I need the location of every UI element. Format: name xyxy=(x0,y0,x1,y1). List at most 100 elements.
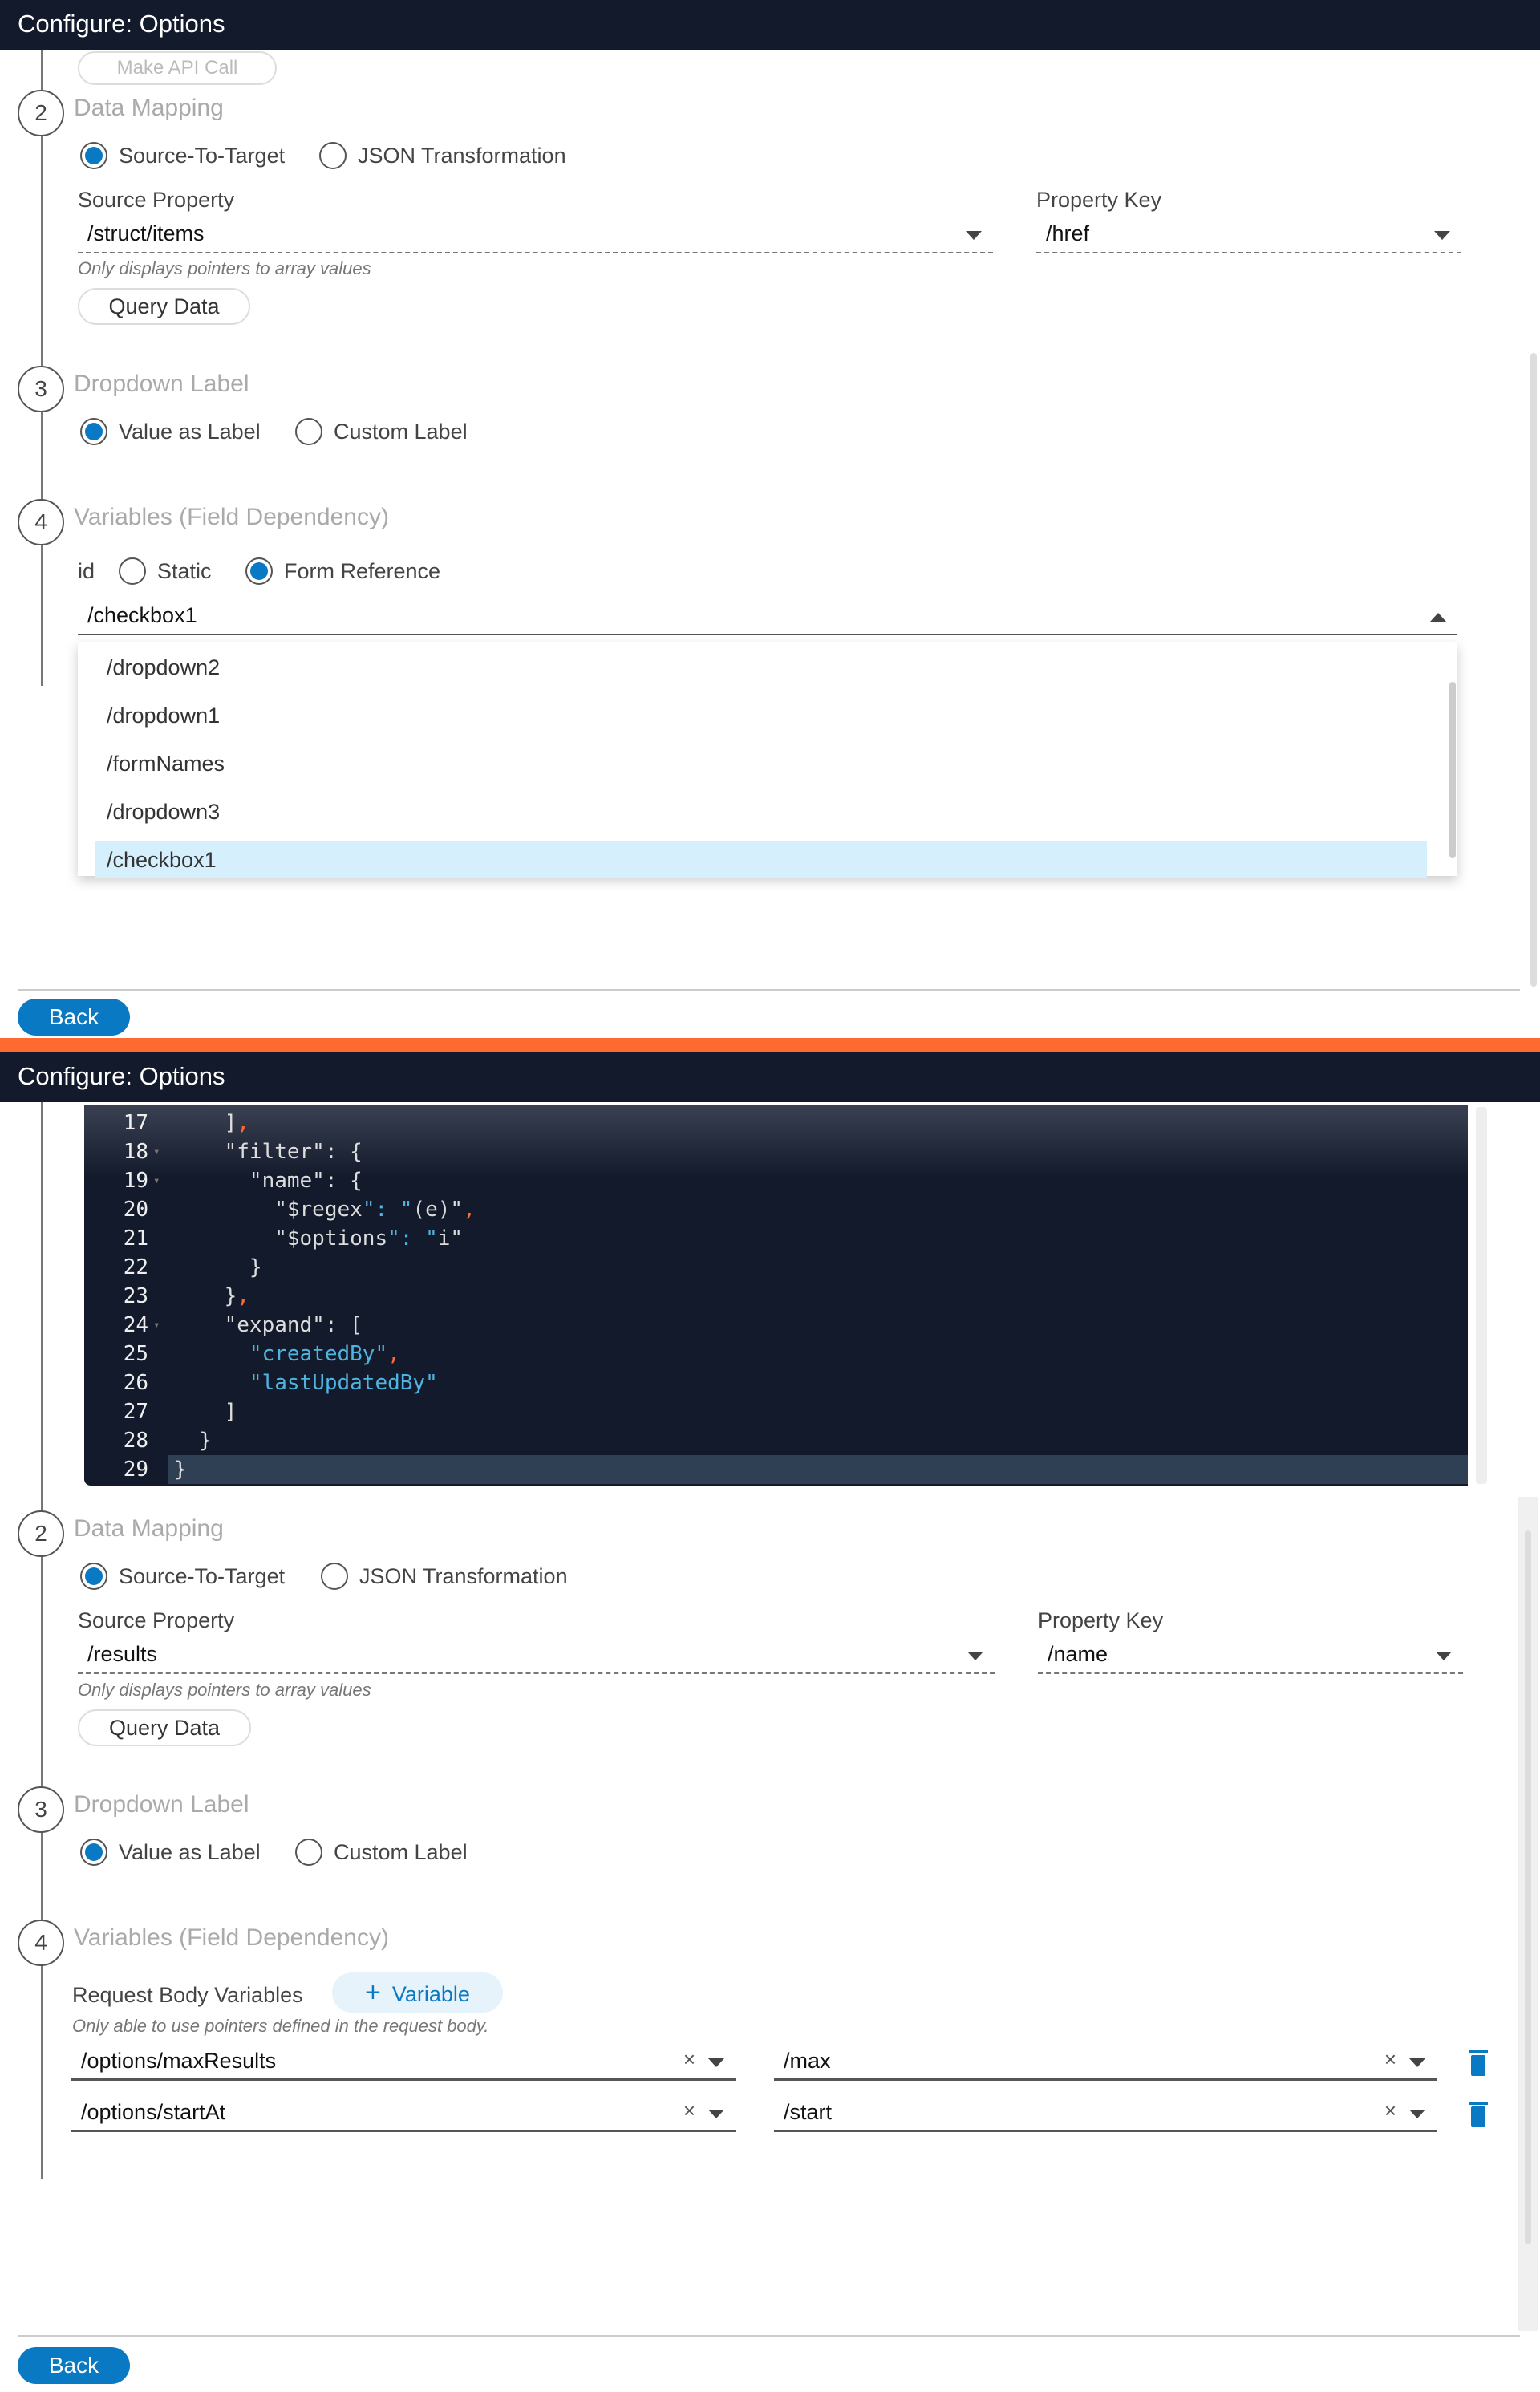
form-reference-select[interactable]: /checkbox1 xyxy=(78,600,1457,635)
line-number: 21 xyxy=(123,1226,148,1251)
add-variable-button[interactable]: +Variable xyxy=(332,1972,503,2013)
screenshot-separator xyxy=(0,1038,1540,1052)
step-title: Dropdown Label xyxy=(74,1791,249,1818)
fold-arrow-icon[interactable]: ▾ xyxy=(153,1174,160,1187)
line-number: 22 xyxy=(123,1255,148,1279)
clear-icon[interactable]: × xyxy=(1384,2047,1396,2071)
radio-label: Custom Label xyxy=(334,419,468,444)
source-hint: Only displays pointers to array values xyxy=(78,1680,371,1700)
chevron-down-icon[interactable] xyxy=(708,2110,724,2118)
property-key-value: /name xyxy=(1048,1642,1108,1666)
code-text: "$options": "i" xyxy=(174,1226,464,1251)
line-number: 27 xyxy=(123,1400,148,1424)
scrollbar-thumb[interactable] xyxy=(1525,1530,1531,2244)
step-number: 2 xyxy=(18,90,64,136)
property-key-select[interactable]: /href xyxy=(1036,218,1461,253)
trash-icon[interactable] xyxy=(1469,2050,1488,2076)
radio-checked-icon xyxy=(80,418,107,445)
source-property-select[interactable]: /results xyxy=(78,1639,995,1674)
back-button[interactable]: Back xyxy=(18,2347,130,2384)
radio-unchecked-icon xyxy=(295,1839,322,1866)
source-property-label: Source Property xyxy=(78,1608,235,1632)
step-title: Variables (Field Dependency) xyxy=(74,504,389,530)
request-body-hint: Only able to use pointers defined in the… xyxy=(72,2016,489,2036)
pointer-select[interactable]: /options/maxResults× xyxy=(71,2045,736,2081)
fold-arrow-icon[interactable]: ▾ xyxy=(153,1145,160,1158)
radio-custom-label[interactable]: Custom Label xyxy=(295,1839,468,1866)
code-text: } xyxy=(174,1255,262,1279)
fold-arrow-icon[interactable]: ▾ xyxy=(153,1319,160,1332)
chevron-down-icon[interactable] xyxy=(708,2058,724,2067)
variable-value: /start xyxy=(784,2100,833,2124)
editor-scrollbar[interactable] xyxy=(1476,1107,1487,1484)
chevron-down-icon xyxy=(1434,231,1450,240)
radio-form-reference[interactable]: Form Reference xyxy=(245,557,440,585)
code-line: 29} xyxy=(84,1455,1468,1484)
request-body-variables-label: Request Body Variables xyxy=(72,1983,303,2007)
chevron-down-icon xyxy=(966,231,982,240)
chevron-down-icon xyxy=(967,1652,983,1660)
radio-unchecked-icon xyxy=(119,557,146,585)
code-line: 27 ] xyxy=(84,1397,1468,1426)
radio-static[interactable]: Static xyxy=(119,557,212,585)
property-key-label: Property Key xyxy=(1036,188,1162,212)
stepper-line xyxy=(41,1102,43,2179)
code-text: }, xyxy=(174,1284,249,1308)
radio-checked-icon xyxy=(80,1839,107,1866)
radio-value-as-label[interactable]: Value as Label xyxy=(80,418,261,445)
scrollbar[interactable] xyxy=(1530,353,1537,987)
property-key-label: Property Key xyxy=(1038,1608,1164,1632)
dropdown-option[interactable]: /formNames xyxy=(107,752,225,776)
clear-icon[interactable]: × xyxy=(683,2098,695,2122)
dropdown-scrollbar[interactable] xyxy=(1449,682,1456,858)
line-number: 26 xyxy=(123,1371,148,1395)
make-api-call-button[interactable]: Make API Call xyxy=(78,51,277,85)
radio-label: Custom Label xyxy=(334,1839,468,1864)
code-text: "$regex": "(e)", xyxy=(174,1198,476,1222)
scrollbar-track[interactable] xyxy=(1518,1497,1538,2331)
dropdown-option[interactable]: /dropdown1 xyxy=(107,703,221,728)
trash-icon[interactable] xyxy=(1469,2102,1488,2127)
chevron-down-icon xyxy=(1436,1652,1452,1660)
variable-select[interactable]: /start × xyxy=(774,2097,1437,2132)
query-data-button[interactable]: Query Data xyxy=(78,1709,251,1746)
step-title: Data Mapping xyxy=(74,95,224,121)
dropdown-option[interactable]: /dropdown2 xyxy=(107,655,221,679)
dropdown-option[interactable]: /dropdown3 xyxy=(107,800,221,824)
radio-value-as-label[interactable]: Value as Label xyxy=(80,1839,261,1866)
chevron-down-icon[interactable] xyxy=(1409,2110,1425,2118)
code-text: "expand": [ xyxy=(174,1313,363,1337)
code-text: "name": { xyxy=(174,1169,363,1193)
radio-label: Value as Label xyxy=(119,1839,261,1864)
code-line: 25 "createdBy", xyxy=(84,1340,1468,1368)
step-number: 2 xyxy=(18,1510,64,1557)
chevron-down-icon[interactable] xyxy=(1409,2058,1425,2067)
chevron-up-icon xyxy=(1430,613,1446,622)
clear-icon[interactable]: × xyxy=(683,2047,695,2071)
back-button[interactable]: Back xyxy=(18,999,130,1036)
active-line-highlight xyxy=(168,1455,1468,1484)
plus-icon: + xyxy=(365,1977,381,2008)
variable-name: id xyxy=(78,559,95,583)
radio-label: Source-To-Target xyxy=(119,1563,286,1588)
pointer-select[interactable]: /options/startAt× xyxy=(71,2097,736,2132)
line-number: 20 xyxy=(123,1198,148,1222)
code-line: 19▾ "name": { xyxy=(84,1166,1468,1195)
radio-source-to-target[interactable]: Source-To-Target xyxy=(80,142,285,169)
query-data-button[interactable]: Query Data xyxy=(78,288,250,325)
source-property-select[interactable]: /struct/items xyxy=(78,218,993,253)
radio-json-transformation[interactable]: JSON Transformation xyxy=(319,142,566,169)
radio-custom-label[interactable]: Custom Label xyxy=(295,418,468,445)
radio-label: Static xyxy=(157,558,212,583)
radio-source-to-target[interactable]: Source-To-Target xyxy=(80,1563,285,1590)
code-text: "lastUpdatedBy" xyxy=(249,1371,438,1395)
code-editor[interactable]: 17 ],18▾ "filter": {19▾ "name": {20 "$re… xyxy=(84,1105,1468,1486)
variable-select[interactable]: /max× xyxy=(774,2045,1437,2081)
dropdown-option-selected[interactable]: /checkbox1 xyxy=(95,841,1427,878)
line-number: 24 xyxy=(123,1313,148,1337)
step-number: 4 xyxy=(18,499,64,545)
editor-scroll-shadow xyxy=(84,1105,1468,1178)
radio-json-transformation[interactable]: JSON Transformation xyxy=(321,1563,568,1590)
property-key-select[interactable]: /name xyxy=(1038,1639,1463,1674)
clear-icon[interactable]: × xyxy=(1384,2098,1396,2122)
